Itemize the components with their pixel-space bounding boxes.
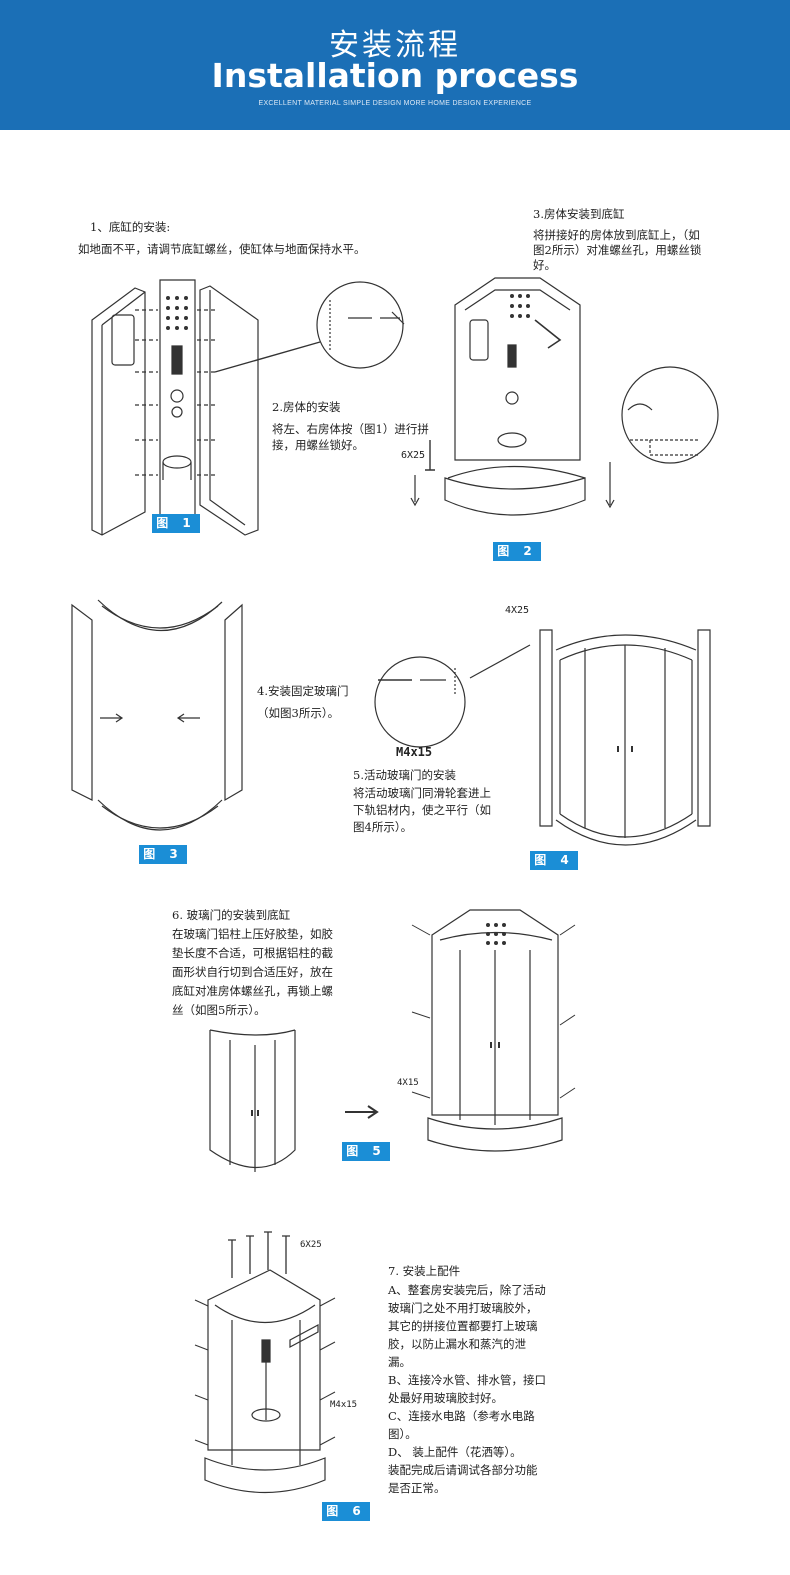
step-5-text-1: 将活动玻璃门同滑轮套进上 <box>353 786 491 800</box>
step-2-title: 2.房体的安装 <box>272 400 341 414</box>
step-5-text-2: 下轨铝材内，使之平行（如 <box>353 803 491 817</box>
screw-label-fig4-circle: M4x15 <box>396 745 433 759</box>
step-7-text-10: D、 装上配件（花洒等）。 <box>388 1445 522 1459</box>
figure-3-tag: 图 3 <box>139 845 187 864</box>
figure-3-illustration <box>72 600 242 830</box>
step-7-text-11: 装配完成后请调试各部分功能 <box>388 1463 538 1477</box>
figure-5-illustration <box>210 910 575 1172</box>
step-6-title: 6. 玻璃门的安装到底缸 <box>172 908 291 922</box>
figure-4-illustration <box>375 630 710 845</box>
step-7-text-7: 处最好用玻璃胶封好。 <box>388 1391 503 1405</box>
step-7-text-9: 图）。 <box>388 1427 417 1441</box>
step-3-title: 3.房体安装到底缸 <box>533 207 625 221</box>
page-title-zh: 安装流程 <box>329 28 461 63</box>
page-subtitle: EXCELLENT MATERIAL SIMPLE DESIGN MORE HO… <box>258 100 532 107</box>
step-1-text: 如地面不平，请调节底缸螺丝，使缸体与地面保持水平。 <box>78 242 366 256</box>
step-2-text-1: 将左、右房体按（图1）进行拼 <box>272 422 429 436</box>
step-7-text-8: C、连接水电路（参考水电路 <box>388 1409 535 1423</box>
step-6-text-3: 面形状自行切到合适压好，放在 <box>172 965 333 979</box>
step-7-text-12: 是否正常。 <box>388 1481 446 1495</box>
step-6-text-5: 丝（如图5所示）。 <box>172 1003 266 1017</box>
figure-6-tag: 图 6 <box>322 1502 370 1521</box>
step-3-text-2: 图2所示）对准螺丝孔，用螺丝锁 <box>533 243 702 257</box>
screw-label-fig2: 6X25 <box>401 450 426 461</box>
screw-label-fig4-top: 4X25 <box>505 605 530 616</box>
step-7-title: 7. 安装上配件 <box>388 1264 461 1278</box>
figure-5-tag: 图 5 <box>342 1142 390 1161</box>
step-7-text-3: 其它的拼接位置都要打上玻璃 <box>388 1319 538 1333</box>
figure-2-illustration <box>411 278 718 515</box>
step-7-text-2: 玻璃门之处不用打玻璃胶外， <box>388 1301 538 1315</box>
screw-label-fig6-top: 6X25 <box>300 1240 322 1250</box>
figure-4-tag: 图 4 <box>530 851 578 870</box>
step-5-title: 5.活动玻璃门的安装 <box>353 768 456 782</box>
step-7-text-1: A、整套房安装完后，除了活动 <box>388 1283 546 1297</box>
step-4-text: （如图3所示）。 <box>257 706 340 720</box>
step-5-text-3: 图4所示）。 <box>353 820 413 834</box>
figure-2-tag: 图 2 <box>493 542 541 561</box>
step-2-text-2: 接，用螺丝锁好。 <box>272 438 364 452</box>
step-7-text-4: 胶，以防止漏水和蒸汽的泄 <box>388 1337 526 1351</box>
step-6-text-2: 垫长度不合适，可根据铝柱的截 <box>172 946 333 960</box>
step-6-text-4: 底缸对准房体螺丝孔，再锁上螺 <box>172 984 333 998</box>
step-4-title: 4.安装固定玻璃门 <box>257 684 349 698</box>
step-3-text-3: 好。 <box>533 258 556 272</box>
header-banner: 安装流程 Installation process EXCELLENT MATE… <box>0 0 790 130</box>
page-title-en: Installation process <box>211 56 579 95</box>
step-7-text-6: B、连接冷水管、排水管，接口 <box>388 1373 546 1387</box>
figure-1-illustration <box>92 280 404 535</box>
step-3-text-1: 将拼接好的房体放到底缸上，（如 <box>533 228 700 242</box>
figure-1-tag: 图 1 <box>152 514 200 533</box>
screw-label-fig6-side: M4x15 <box>330 1400 358 1410</box>
step-6-text-1: 在玻璃门铝柱上压好胶垫，如胶 <box>172 927 333 941</box>
screw-label-fig5: 4X15 <box>397 1078 419 1088</box>
step-1-title: 1、底缸的安装: <box>90 220 171 234</box>
step-7-text-5: 漏。 <box>388 1355 411 1369</box>
figure-6-illustration <box>195 1232 335 1493</box>
